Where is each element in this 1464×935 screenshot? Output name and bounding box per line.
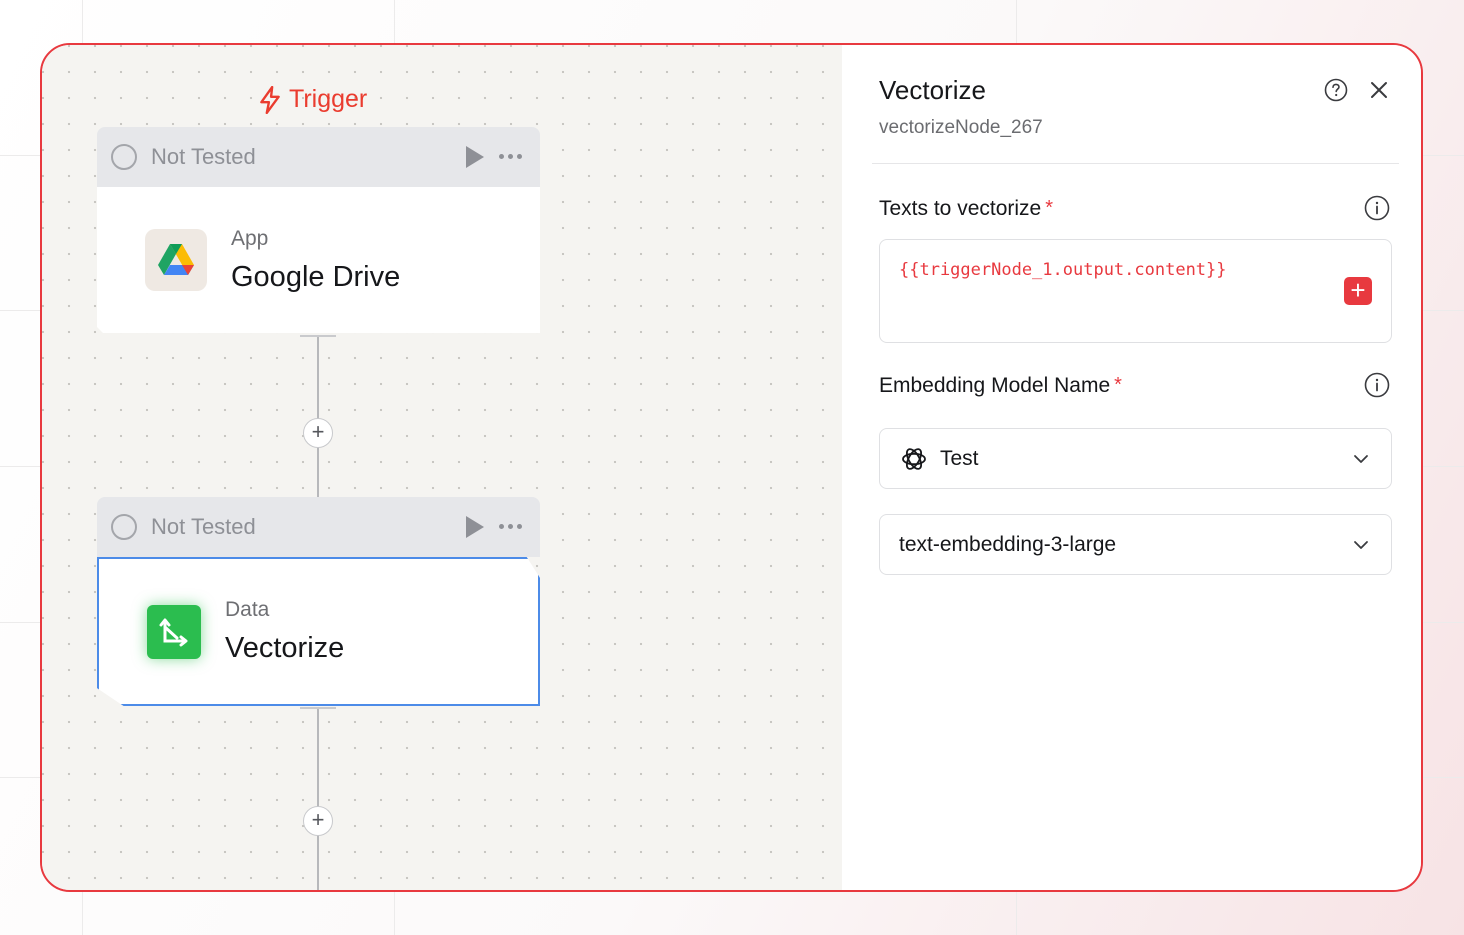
play-icon[interactable] <box>464 144 486 170</box>
connection-select[interactable]: Test <box>879 428 1392 489</box>
status-circle-icon <box>111 514 137 540</box>
status-circle-icon <box>111 144 137 170</box>
trigger-label-text: Trigger <box>289 85 368 113</box>
node-header: Not Tested <box>97 497 540 557</box>
model-field-label: Embedding Model Name* <box>879 374 1122 398</box>
connection-select-value: Test <box>940 446 979 470</box>
model-select-value: text-embedding-3-large <box>899 532 1117 556</box>
node-kind: App <box>231 226 269 250</box>
vectorize-icon <box>147 604 201 659</box>
info-icon[interactable] <box>1364 372 1390 398</box>
connector-line <box>317 337 319 497</box>
node-status: Not Tested <box>151 144 256 169</box>
texts-label-text: Texts to vectorize <box>879 197 1042 220</box>
app-frame: Trigger Not Tested <box>40 43 1423 892</box>
workflow-node-google-drive[interactable]: Not Tested <box>97 127 540 333</box>
node-status: Not Tested <box>151 514 256 539</box>
node-config-panel: Vectorize vectorizeNode_267 Texts to vec… <box>842 45 1421 890</box>
texts-input-value: {{triggerNode_1.output.content}} <box>899 260 1227 280</box>
play-icon[interactable] <box>464 514 486 540</box>
openai-icon <box>902 447 926 470</box>
panel-title: Vectorize <box>879 75 986 105</box>
node-title: Google Drive <box>231 260 401 293</box>
panel-node-id: vectorizeNode_267 <box>879 117 1043 138</box>
node-body[interactable]: Data Vectorize <box>97 557 540 706</box>
connector-line <box>317 709 319 890</box>
required-mark: * <box>1114 374 1122 396</box>
required-mark: * <box>1045 197 1054 219</box>
model-label-text: Embedding Model Name <box>879 374 1111 397</box>
chevron-down-icon <box>1354 455 1368 463</box>
node-header: Not Tested <box>97 127 540 187</box>
insert-variable-button[interactable]: + <box>1344 277 1372 305</box>
chevron-down-icon <box>1354 541 1368 549</box>
panel-divider <box>872 163 1399 164</box>
connector-tick <box>300 335 336 337</box>
info-icon[interactable] <box>1364 195 1390 221</box>
node-title: Vectorize <box>225 632 345 664</box>
workflow-node-vectorize[interactable]: Not Tested Data Vectorize <box>97 497 540 706</box>
node-body[interactable]: App Google Drive <box>97 187 540 333</box>
lightning-icon <box>260 85 280 114</box>
more-options-icon[interactable] <box>499 154 522 159</box>
model-select[interactable]: text-embedding-3-large <box>879 514 1392 575</box>
more-options-icon[interactable] <box>499 524 522 529</box>
workflow-canvas[interactable]: Trigger Not Tested <box>42 45 842 890</box>
texts-to-vectorize-input[interactable]: {{triggerNode_1.output.content}} + <box>879 239 1392 343</box>
google-drive-icon <box>145 229 207 291</box>
texts-field-label: Texts to vectorize* <box>879 197 1053 221</box>
trigger-label: Trigger <box>257 85 367 114</box>
add-node-button[interactable]: + <box>303 418 333 448</box>
connector-tick <box>300 707 336 709</box>
close-icon[interactable] <box>1369 80 1389 100</box>
node-kind: Data <box>225 598 270 621</box>
help-icon[interactable] <box>1324 78 1348 102</box>
add-node-button[interactable]: + <box>303 806 333 836</box>
